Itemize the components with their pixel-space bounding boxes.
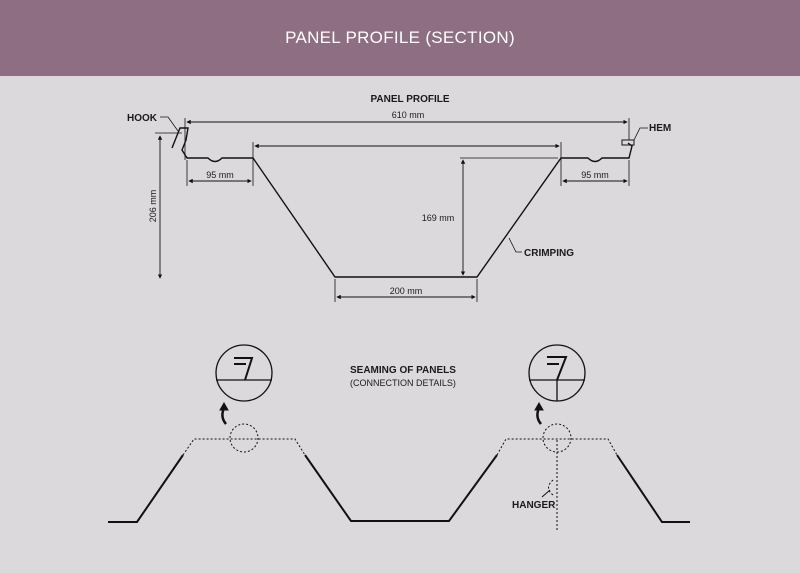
crimping-label: CRIMPING bbox=[524, 248, 574, 259]
seaming-subtitle: (CONNECTION DETAILS) bbox=[350, 378, 456, 388]
dim-200: 200 mm bbox=[390, 286, 423, 296]
seaming-title: SEAMING OF PANELS bbox=[350, 365, 456, 376]
panel-profile: PANEL PROFILE HOOK HEM CRIMPING 610 mm 9… bbox=[127, 94, 671, 302]
profile-title: PANEL PROFILE bbox=[370, 94, 449, 105]
page-title: PANEL PROFILE (SECTION) bbox=[285, 28, 515, 47]
dim-610: 610 mm bbox=[392, 110, 425, 120]
dim-95-left: 95 mm bbox=[206, 170, 234, 180]
detail-circle-left bbox=[215, 344, 273, 402]
page-header: PANEL PROFILE (SECTION) bbox=[0, 0, 800, 76]
dim-169: 169 mm bbox=[422, 213, 455, 223]
hook-label: HOOK bbox=[127, 113, 158, 124]
hanger-label: HANGER bbox=[512, 500, 556, 511]
seaming-detail: SEAMING OF PANELS (CONNECTION DETAILS) H… bbox=[108, 344, 690, 532]
dim-206: 206 mm bbox=[148, 190, 158, 223]
hem-label: HEM bbox=[649, 123, 671, 134]
dim-95-right: 95 mm bbox=[581, 170, 609, 180]
